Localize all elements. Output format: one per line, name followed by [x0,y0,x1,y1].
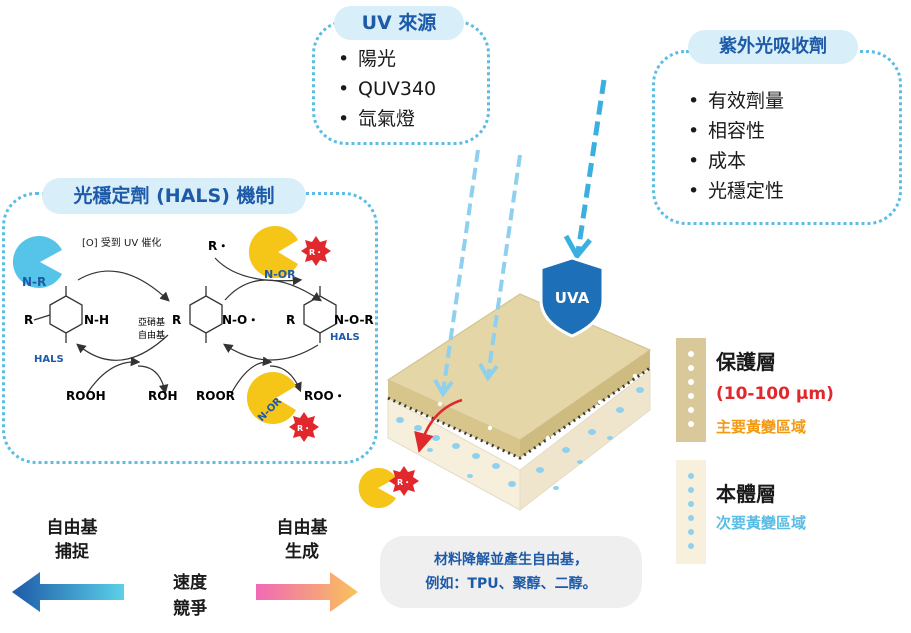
nitroxyl-label: 亞硝基 [138,316,165,328]
roo-label: ROO・ [304,389,346,403]
protective-swatch-dots [688,351,694,427]
r-dot-small-2: R・ [297,424,311,433]
arrow-to-nor [224,279,322,302]
bulk-layer-title: 本體層 [716,482,776,506]
uv-absorber-list: 有效劑量 相容性 成本 光穩定性 [688,86,784,206]
radical-star-bottom-icon [289,412,319,442]
r-dot-label: R・ [208,239,229,253]
generate-label: 自由基 生成 [276,518,328,562]
r-label: R [24,313,33,327]
r-dot-small: R・ [309,248,323,257]
capture-arrow [12,572,124,612]
nor-pacman-top-icon [248,226,298,278]
arrow-nor-return [223,343,319,361]
roh-label: ROH [148,389,177,403]
uva-shield-icon [539,256,605,338]
slab-right-protective [520,350,650,458]
piperidine-ring-center [189,295,223,334]
rooh-label: ROOH [66,389,106,403]
uv-ray-strong-head [563,234,592,261]
piperidine-ring-left [49,295,83,334]
bulk-dots [396,387,644,490]
uv-source-item: QUV340 [338,74,436,104]
uv-source-title: UV 來源 [334,6,464,40]
slab-right-bulk [519,368,651,512]
bulk-layer-note: 次要黃變區域 [716,514,807,532]
uv-source-item: 陽光 [338,44,436,74]
uv-ray-2 [486,154,522,377]
uv-ray-2-head [478,363,499,382]
uv-absorber-item: 光穩定性 [688,176,784,206]
radical-star-icon [389,466,419,496]
nh-label: N-H [84,313,109,327]
arrow-roor [231,356,273,393]
arrow-regeneration [76,334,169,361]
uv-absorber-item: 相容性 [688,116,784,146]
protective-layer-note: 主要黃變區域 [716,418,807,436]
svg-text:R: R [172,313,181,327]
uv-source-list: 陽光 QUV340 氙氣燈 [338,44,436,134]
degradation-note-box [380,536,642,608]
uv-absorber-item: 有效劑量 [688,86,784,116]
arrow-r-capture [214,257,303,286]
protective-layer-title: 保護層 [716,350,776,374]
degradation-note: 材料降解並產生自由基， 例如：TPU、聚醇、二醇。 [425,552,597,592]
capture-label: 自由基 捕捉 [46,518,98,562]
nor-pacman-bottom-icon [246,372,296,425]
uv-ray-1 [441,149,480,393]
radical-star-top-icon [301,236,331,266]
radical-badge: R・ [397,478,411,487]
svg-text:R: R [286,313,295,327]
arrow-roo [269,365,302,393]
protective-interface-line [387,366,651,460]
nor-product-label: N-O-R [334,313,374,327]
uv-absorber-item: 成本 [688,146,784,176]
piperidine-ring-right [303,295,337,334]
no-label: N-O・ [222,313,259,327]
hals-label-2: HALS [330,332,360,343]
bulk-swatch-dots [688,473,694,549]
radical-pacman-icon [358,468,396,508]
catalyst-label: [O] 受到 UV 催化 [82,236,161,249]
hals-label: HALS [34,354,64,365]
arrow-roh [137,365,169,395]
uv-absorber-title: 紫外光吸收劑 [688,30,858,64]
generate-arrow [256,572,358,612]
uv-ray-1-head [433,379,454,398]
uva-badge: UVA [555,289,590,307]
protective-layer-thickness: (10-100 μm) [716,384,834,404]
roor-label: ROOR [196,389,235,403]
radical-label: 自由基 [138,329,165,341]
uv-source-item: 氙氣燈 [338,104,436,134]
arrow-rooh [87,356,141,393]
slab-front-protective [388,380,520,458]
uv-ray-strong [575,79,607,253]
arrow-oxidation [77,270,170,302]
hals-title: 光穩定劑 (HALS) 機制 [42,178,306,214]
nr-pacman-icon [12,236,63,288]
protective-dots [437,373,638,441]
radical-escape-arrow [414,398,463,453]
nor-label: N-OR [264,268,296,281]
nr-label: N-R [22,275,46,289]
competition-label: 速度 競爭 [173,573,207,619]
